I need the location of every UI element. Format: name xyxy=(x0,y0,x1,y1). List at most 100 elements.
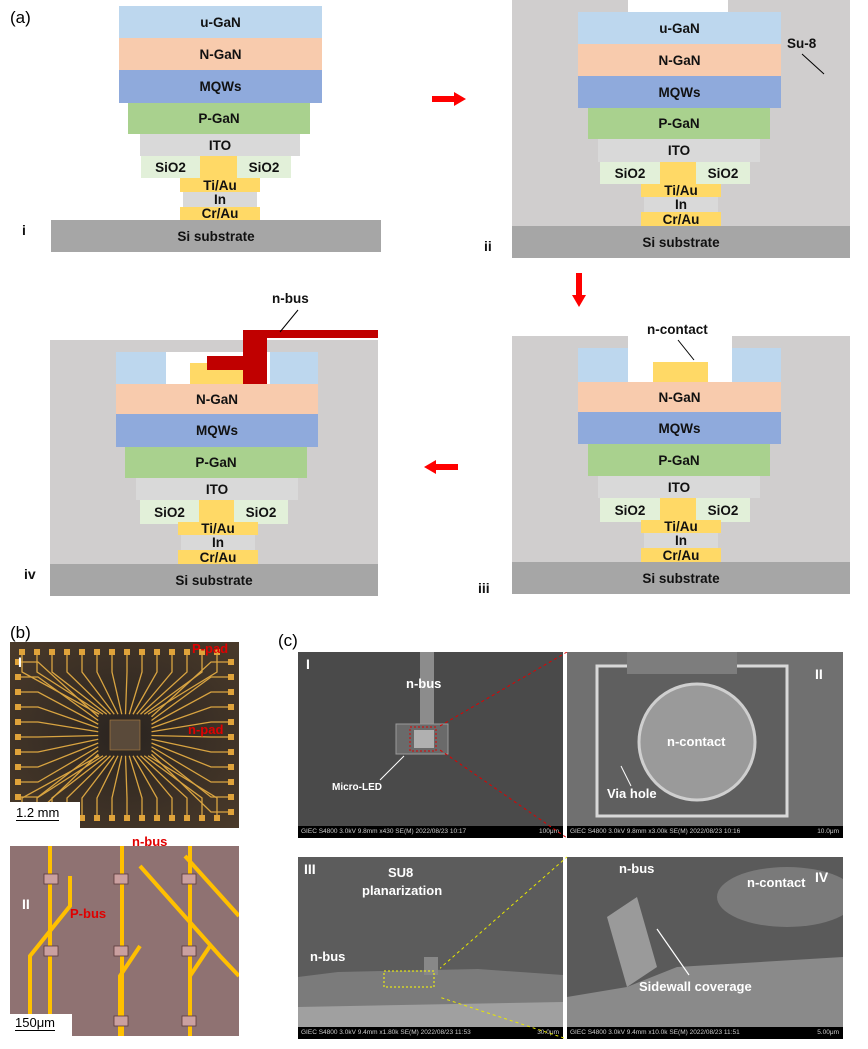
n-bus-label: n-bus xyxy=(272,291,309,306)
electrode-line xyxy=(151,676,231,722)
electrode-line xyxy=(96,652,119,715)
electrode-pad xyxy=(214,649,220,655)
layer-crau: Cr/Au xyxy=(178,550,258,565)
electrode-line xyxy=(136,755,173,818)
electrode-pad xyxy=(79,649,85,655)
electrode-pad xyxy=(228,794,234,800)
roman-b1: I xyxy=(18,654,22,670)
electrode-line xyxy=(18,742,99,768)
bus-lines-image xyxy=(10,846,239,1036)
sem-c2-footer: GIEC S4800 3.0kV 9.8mm x3.00k SE(M) 2022… xyxy=(567,826,843,838)
layer-in: In xyxy=(183,192,257,207)
electrode-pad xyxy=(228,674,234,680)
electrode-line xyxy=(151,721,231,733)
layer-ito: ITO xyxy=(140,134,300,156)
layer-ngan: N-GaN xyxy=(578,382,781,412)
electrode-pad xyxy=(15,719,21,725)
electrode-pad xyxy=(214,815,220,821)
sidewall-coverage-label: Sidewall coverage xyxy=(639,979,752,994)
electrode-line xyxy=(151,746,231,783)
ugan-left-stub xyxy=(116,352,166,384)
micrograph-b2: II P-bus 150μm xyxy=(10,846,239,1036)
electrode-pad xyxy=(228,689,234,695)
layer-in: In xyxy=(644,533,718,548)
electrode-pad xyxy=(124,649,130,655)
ugan-right-stub xyxy=(270,352,318,384)
su8-leader-line xyxy=(801,53,825,75)
sidewall-leader-line xyxy=(656,928,690,976)
via-hole-label: Via hole xyxy=(607,786,657,801)
electrode-pad xyxy=(184,649,190,655)
electrode-pad xyxy=(228,749,234,755)
electrode-line xyxy=(128,755,143,818)
electrode-line xyxy=(143,652,203,715)
n-bus-label-b2: n-bus xyxy=(132,834,168,849)
layer-ito: ITO xyxy=(598,139,760,162)
electrode-pad xyxy=(15,779,21,785)
electrode-pad xyxy=(154,649,160,655)
layer-ngan: N-GaN xyxy=(119,38,322,70)
n-contact-label: n-contact xyxy=(647,322,708,337)
sem-c3-image xyxy=(298,857,563,1039)
electrode-line xyxy=(132,755,158,818)
p-pad-label: P-pad xyxy=(192,642,229,656)
layer-si-substrate: Si substrate xyxy=(50,564,378,596)
electrode-line xyxy=(136,652,173,715)
scale-b2: 150μm xyxy=(15,1015,56,1031)
layer-mqws: MQWs xyxy=(578,76,781,108)
electrode-line xyxy=(81,652,115,715)
layer-ito: ITO xyxy=(136,478,298,500)
n-bus-label-c3: n-bus xyxy=(310,949,346,964)
electrode-line xyxy=(151,749,231,798)
electrode-line xyxy=(147,755,218,818)
stage-label-i: i xyxy=(22,222,26,238)
electrode-pad xyxy=(19,649,25,655)
panel-label-c: (c) xyxy=(278,631,298,650)
electrode-line xyxy=(51,652,108,715)
electrode-line xyxy=(18,676,99,722)
electrode-pad xyxy=(124,815,130,821)
scalebar-box xyxy=(10,802,80,828)
layer-si-substrate: Si substrate xyxy=(512,562,850,594)
p-bus-label: P-bus xyxy=(70,906,107,921)
electrode-line xyxy=(18,749,99,798)
electrode-line xyxy=(18,746,99,783)
electrode-line xyxy=(151,738,231,753)
stage-label-iv: iv xyxy=(24,566,36,582)
electrode-pad xyxy=(15,794,21,800)
electrode-pad xyxy=(64,649,70,655)
electrode-line xyxy=(151,753,231,813)
electrode-line xyxy=(140,755,188,818)
electrode-line xyxy=(18,691,99,725)
stage-label-iii: iii xyxy=(478,580,490,596)
n-bus-label-c1: n-bus xyxy=(406,676,442,691)
zoom-connectors xyxy=(440,652,568,1040)
electrode-pad xyxy=(139,815,145,821)
su8-label-c3-line2: planarization xyxy=(362,883,443,898)
electrode-pad xyxy=(154,815,160,821)
micro-led-leader-line xyxy=(379,755,405,781)
metal-via xyxy=(200,156,237,178)
electrode-pad xyxy=(15,689,21,695)
electrode-line xyxy=(18,706,99,729)
electrode-pad xyxy=(199,815,205,821)
layer-sio2-right: SiO2 xyxy=(696,498,750,522)
sem-c4: n-bus IV n-contact Sidewall coverage GIE… xyxy=(567,857,843,1039)
electrode-pad xyxy=(228,659,234,665)
layer-sio2-left: SiO2 xyxy=(140,500,199,524)
layer-sio2-left: SiO2 xyxy=(600,162,660,184)
electrode-pad xyxy=(199,649,205,655)
electrode-pad xyxy=(79,815,85,821)
layer-pgan: P-GaN xyxy=(125,447,307,478)
electrode-line xyxy=(111,652,123,715)
n-contact-leader-line xyxy=(677,339,695,361)
electrode-line xyxy=(151,734,231,738)
metal-via xyxy=(660,498,696,522)
electrode-line xyxy=(124,755,128,818)
layer-tiau: Ti/Au xyxy=(641,519,721,534)
n-contact-pad xyxy=(653,362,708,382)
electrode-line xyxy=(96,755,119,818)
layer-in: In xyxy=(181,535,255,550)
n-bus-leader-line xyxy=(279,309,299,333)
layer-pgan: P-GaN xyxy=(588,444,770,476)
